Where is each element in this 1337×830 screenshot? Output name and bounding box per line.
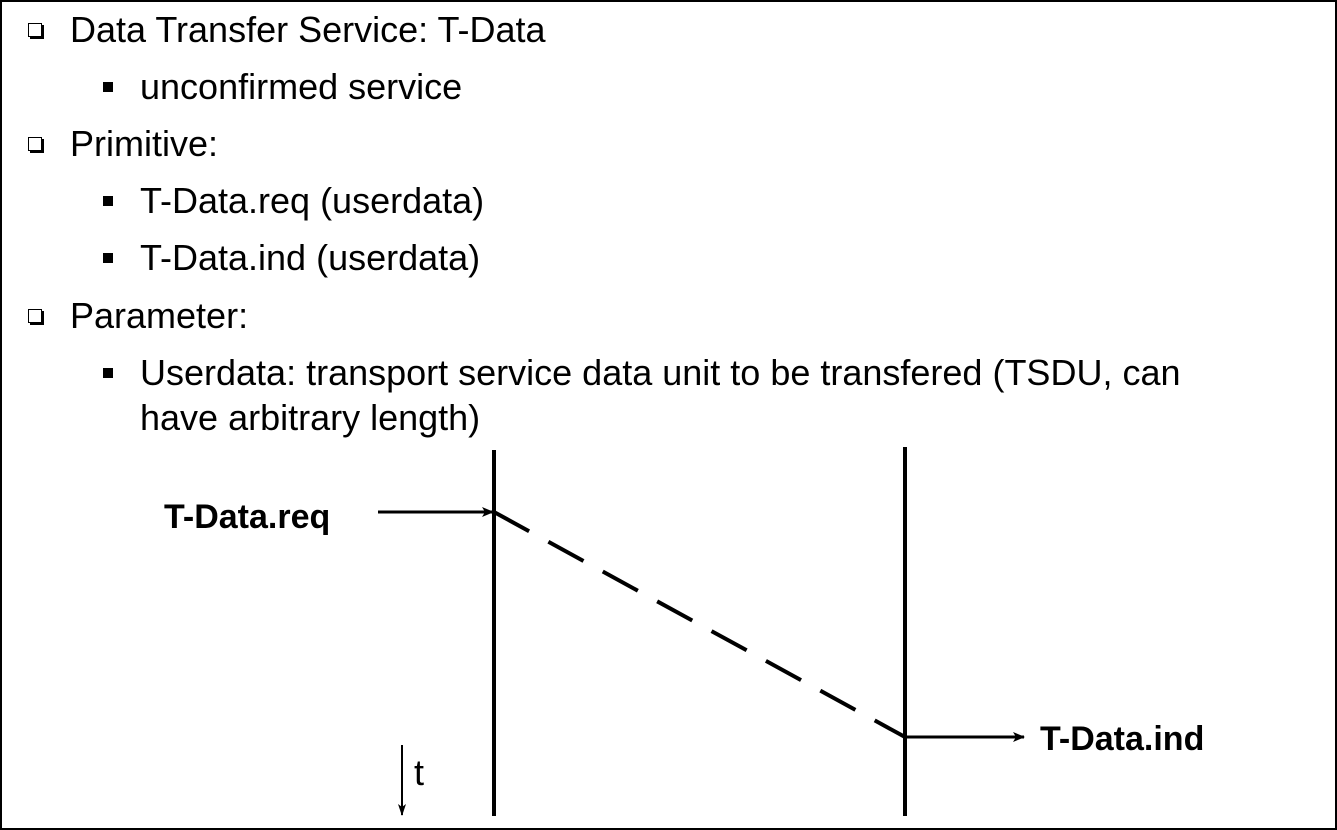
hollow-square-bullet-icon	[28, 137, 42, 151]
bullet-unconfirmed-service: unconfirmed service	[140, 66, 463, 107]
bullet-userdata: Userdata: transport service data unit to…	[140, 352, 1181, 393]
hollow-square-bullet-icon	[28, 23, 42, 37]
time-label: t	[414, 752, 425, 793]
filled-square-bullet-icon	[103, 368, 113, 378]
transfer-dashed-line	[493, 510, 906, 739]
bullet-data-transfer-service: Data Transfer Service: T-Data	[70, 9, 546, 50]
bullet-tdata-ind: T-Data.ind (userdata)	[140, 237, 481, 278]
filled-square-bullet-icon	[103, 196, 113, 206]
request-label: T-Data.req	[164, 498, 331, 536]
filled-square-bullet-icon	[103, 82, 113, 92]
bullet-userdata-continued: have arbitrary length)	[140, 397, 481, 438]
indication-label: T-Data.ind	[1040, 720, 1205, 758]
bullet-tdata-req: T-Data.req (userdata)	[140, 180, 485, 221]
bullet-parameter: Parameter:	[70, 295, 249, 336]
filled-square-bullet-icon	[103, 253, 113, 263]
hollow-square-bullet-icon	[28, 309, 42, 323]
bullet-primitive: Primitive:	[70, 123, 219, 164]
